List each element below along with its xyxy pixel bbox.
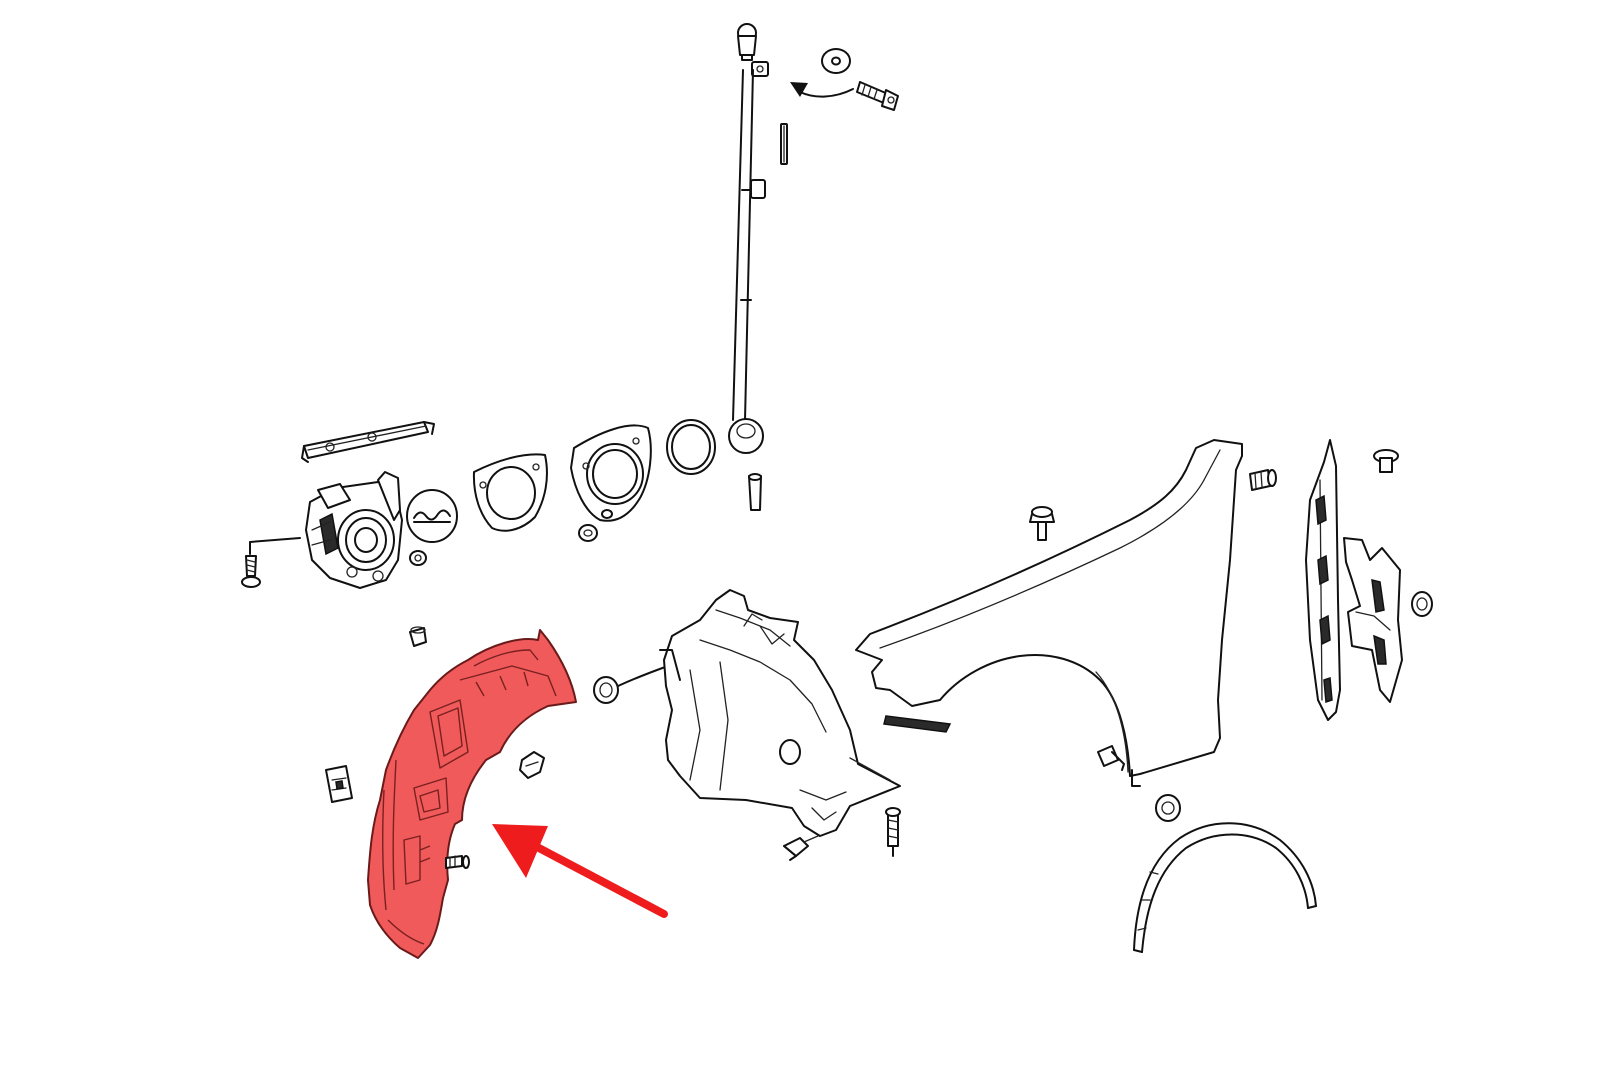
gasket-plate-1 — [472, 453, 548, 532]
push-clip-2 — [519, 751, 545, 779]
push-clip-3 — [593, 665, 669, 704]
push-clip-1 — [409, 626, 427, 647]
front-fender — [855, 439, 1243, 787]
fender-seal-panel — [1343, 537, 1403, 703]
direction-arrow — [790, 82, 854, 98]
bracket-bolt-2 — [1373, 449, 1399, 473]
wheel-arch-trim — [1133, 822, 1317, 953]
gasket-plate-2 — [570, 424, 652, 522]
wheel-arch-liner-rear-section — [367, 629, 577, 959]
push-clip-4 — [783, 835, 819, 861]
headlamp-adjuster-bracket — [301, 421, 435, 463]
speed-nut — [325, 765, 353, 803]
washer-3 — [601, 509, 613, 519]
adjuster-screw — [241, 555, 261, 588]
push-clip-5 — [885, 807, 901, 857]
rod-pin — [748, 473, 762, 511]
washer-1 — [409, 550, 427, 566]
liner-screw — [445, 855, 470, 869]
adjuster-cap — [406, 489, 458, 543]
rod-washer — [821, 48, 851, 74]
red-arrow-indicator — [492, 824, 668, 918]
hood-support-rod — [728, 23, 769, 454]
washer-2 — [578, 524, 598, 542]
bracket-bolt-1 — [1249, 469, 1277, 491]
fender-nut — [1155, 794, 1181, 822]
fender-bolt-bottom — [1097, 745, 1125, 771]
rod-mounting-bolt — [856, 81, 899, 111]
headlamp-adjuster-assembly — [249, 471, 403, 589]
fender-side-bracket — [1305, 439, 1341, 721]
wheel-arch-liner-front-section — [659, 589, 901, 837]
bracket-nut — [1411, 591, 1433, 617]
rod-clip — [780, 123, 788, 165]
fender-bolt-top — [1029, 506, 1055, 541]
seal-ring — [666, 419, 716, 475]
